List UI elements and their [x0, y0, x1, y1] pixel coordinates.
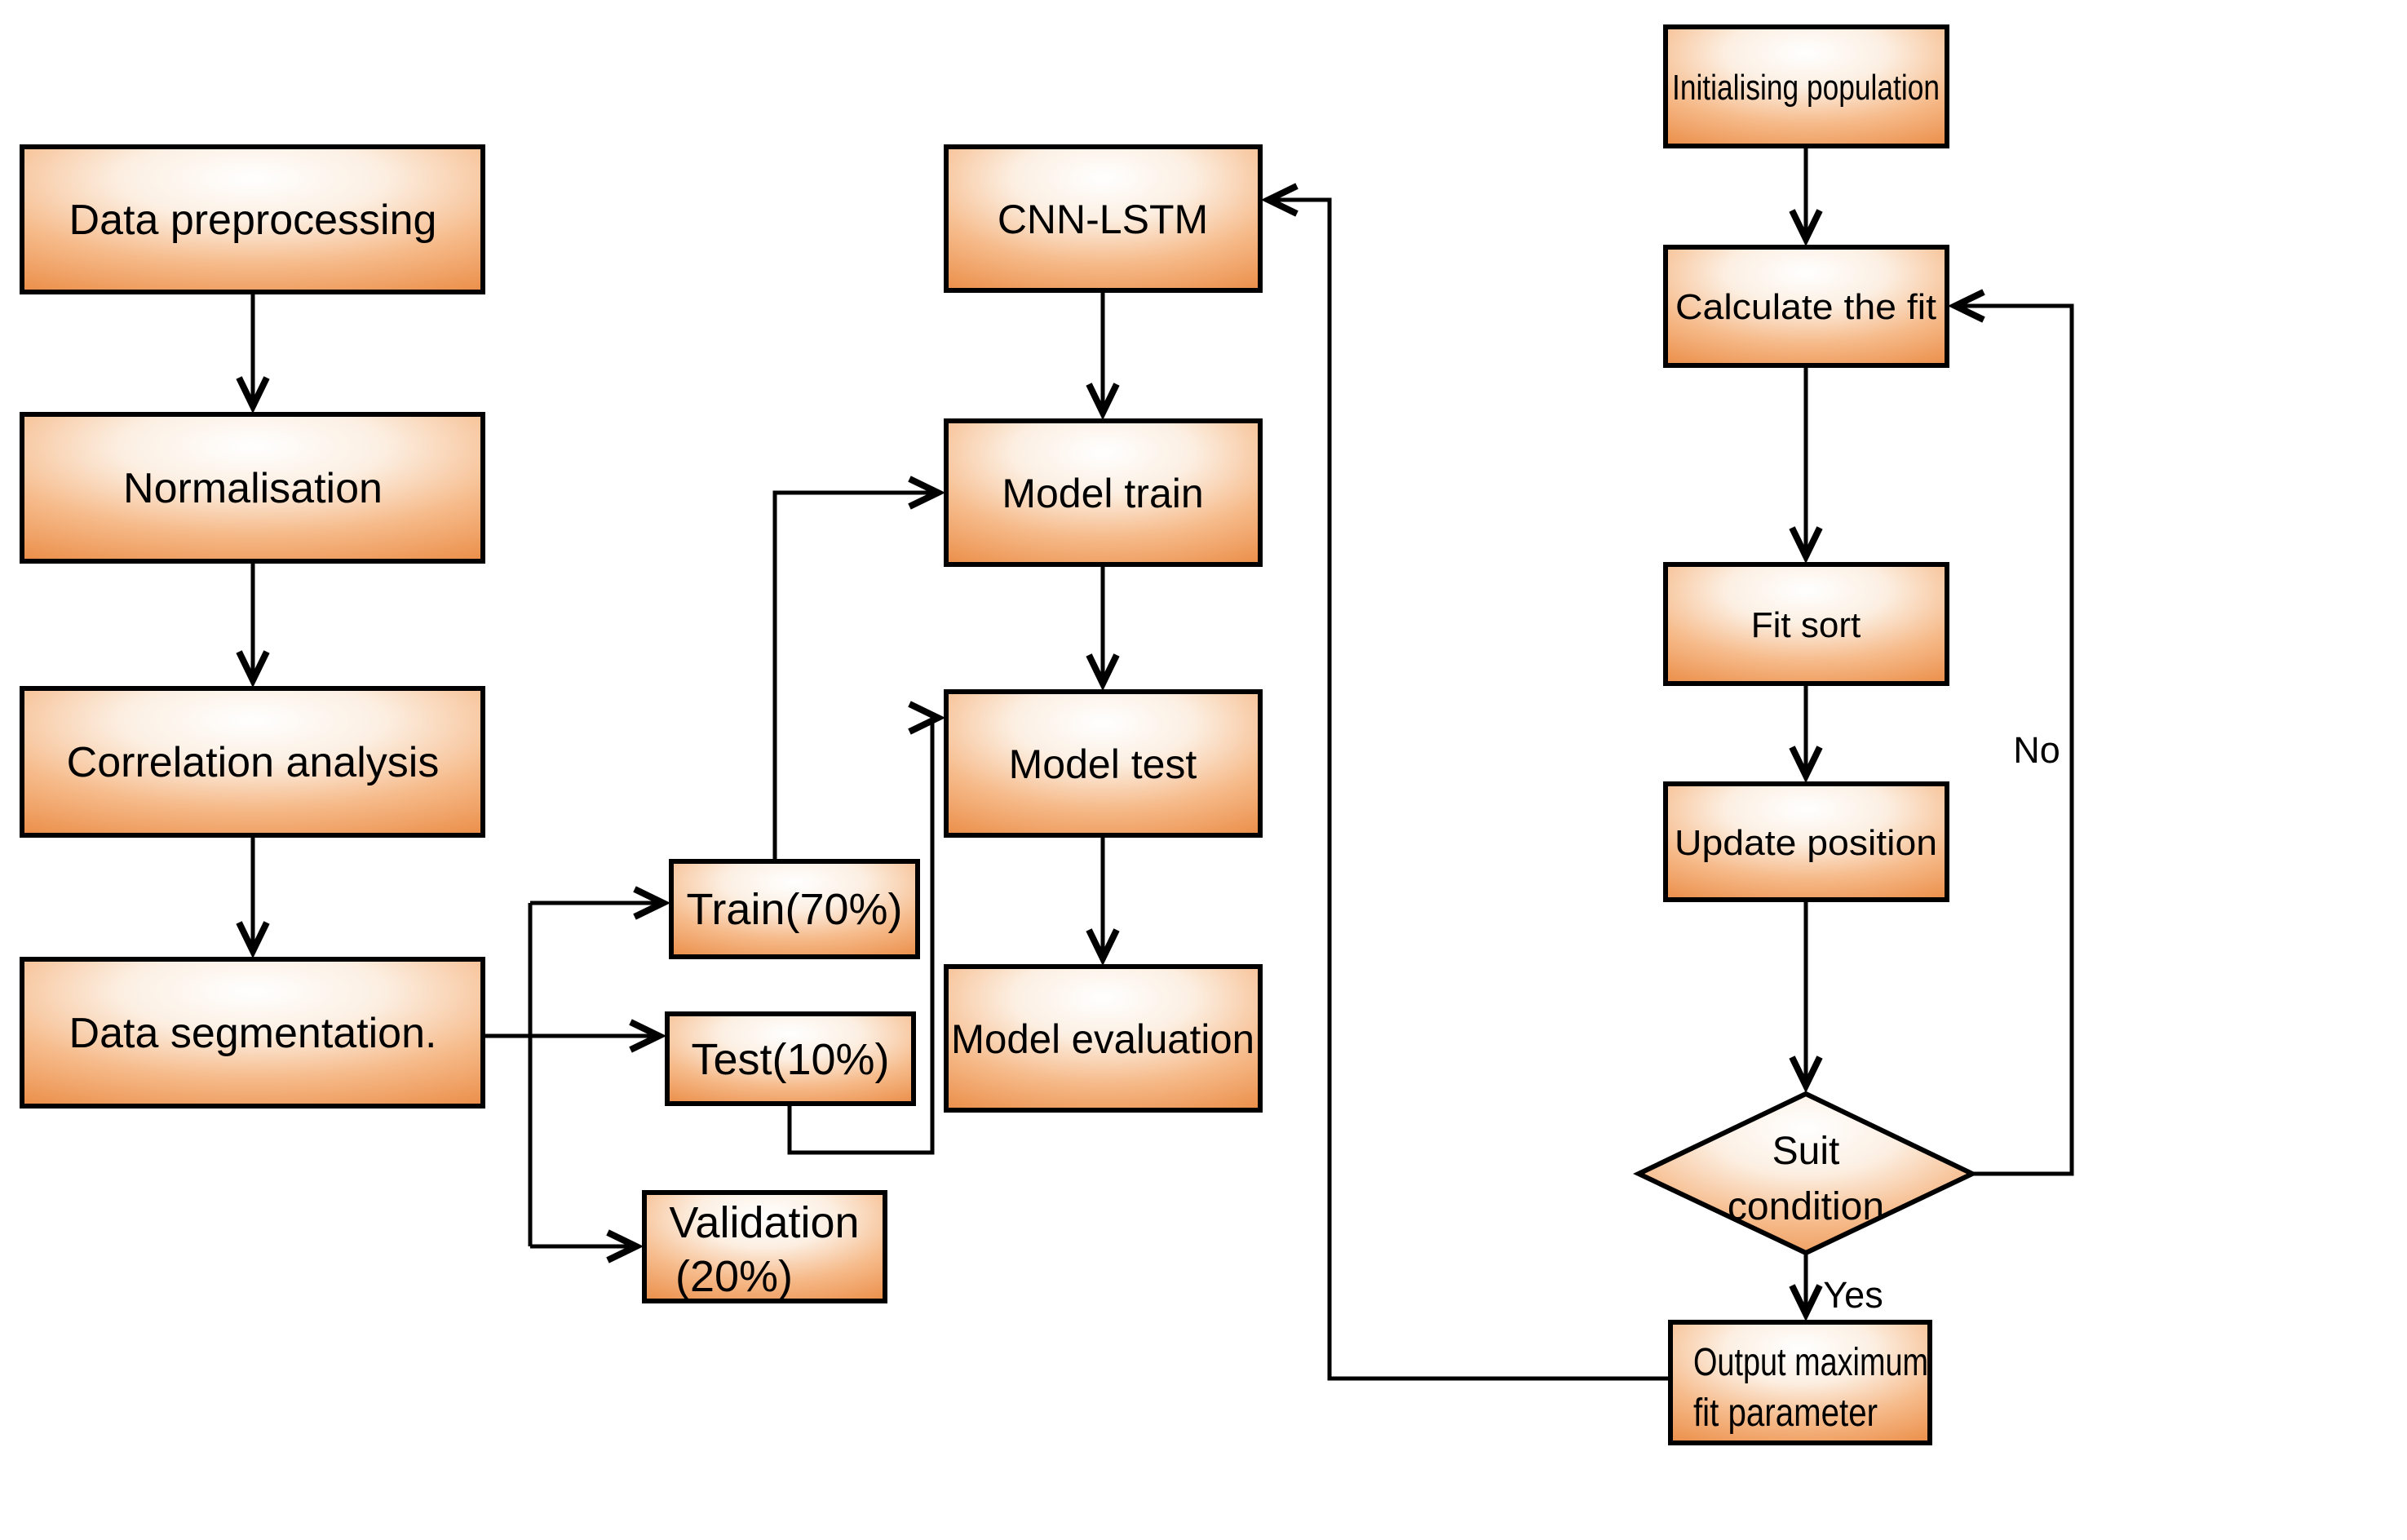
node-model-test-label: Model test: [1009, 741, 1197, 787]
node-initialising-population: Initialising population: [1663, 24, 1949, 148]
edge-condition-no-to-calculate: [1947, 289, 2074, 1176]
node-cnn-lstm-label: CNN-LSTM: [998, 197, 1208, 242]
node-model-train-label: Model train: [1002, 471, 1203, 516]
edge-test-to-model-test: [787, 701, 946, 1155]
node-cnn-lstm: CNN-LSTM: [944, 144, 1263, 293]
node-correlation-analysis: Correlation analysis: [20, 686, 485, 838]
node-model-test: Model test: [944, 689, 1263, 838]
node-data-preprocessing: Data preprocessing: [20, 144, 485, 294]
node-model-evaluation-label: Model evaluation: [951, 1016, 1254, 1062]
node-train-split: Train(70%): [669, 859, 920, 959]
edge-train-to-model-train: [772, 476, 946, 861]
node-data-segmentation-box: [20, 957, 485, 1109]
node-fit-sort-label: Fit sort: [1751, 605, 1861, 645]
node-cnn-lstm-box: [944, 144, 1263, 293]
node-model-evaluation: Model evaluation: [944, 964, 1263, 1113]
node-suit-condition-diamond: [1633, 1091, 1978, 1256]
node-test-split: Test(10%): [665, 1011, 916, 1106]
node-normalisation-box: [20, 412, 485, 564]
node-model-train-box: [944, 418, 1263, 567]
node-correlation-analysis-box: [20, 686, 485, 838]
node-calculate-the-fit-box: [1663, 245, 1949, 368]
node-suit-condition-label-line1: Suit: [1772, 1130, 1840, 1173]
node-update-position: Update position: [1663, 781, 1949, 902]
node-calculate-the-fit: Calculate the fit: [1663, 245, 1949, 368]
edges: [236, 146, 2074, 1381]
node-output-max-fit: Output maximum fit parameter: [1668, 1320, 1932, 1445]
node-model-test-box: [944, 689, 1263, 838]
node-train-split-label: Train(70%): [686, 885, 902, 934]
node-data-preprocessing-box: [20, 144, 485, 294]
node-model-evaluation-box: [944, 964, 1263, 1113]
node-suit-condition-label-line2: condition: [1728, 1185, 1884, 1228]
node-normalisation: Normalisation: [20, 412, 485, 564]
node-normalisation-label: Normalisation: [123, 465, 383, 512]
node-suit-condition: Suit condition: [1633, 1091, 1978, 1256]
node-validation-split-label-line2: (20%): [675, 1252, 793, 1301]
node-calculate-the-fit-label: Calculate the fit: [1675, 287, 1936, 327]
node-update-position-label: Update position: [1675, 823, 1937, 863]
node-model-train: Model train: [944, 418, 1263, 567]
node-data-preprocessing-label: Data preprocessing: [69, 197, 437, 244]
label-no: No: [2013, 729, 2060, 771]
node-data-segmentation: Data segmentation.: [20, 957, 485, 1109]
node-train-split-box: [669, 859, 920, 959]
node-data-segmentation-label: Data segmentation.: [69, 1010, 437, 1057]
node-output-max-fit-box: [1668, 1320, 1932, 1445]
node-validation-split: Validation (20%): [642, 1190, 887, 1303]
node-validation-split-box: [642, 1190, 887, 1303]
node-initialising-population-box: [1663, 24, 1949, 148]
node-validation-split-label-line1: Validation: [669, 1198, 859, 1247]
node-output-max-fit-label-line1: Output maximum: [1693, 1341, 1928, 1384]
node-correlation-analysis-label: Correlation analysis: [67, 739, 440, 786]
edge-output-to-cnnlstm-loop: [1260, 183, 1670, 1381]
node-test-split-box: [665, 1011, 916, 1106]
node-fit-sort-box: [1663, 562, 1949, 686]
node-initialising-population-label: Initialising population: [1672, 68, 1940, 108]
node-output-max-fit-label-line2: fit parameter: [1693, 1392, 1878, 1435]
node-test-split-label: Test(10%): [691, 1035, 889, 1084]
label-yes: Yes: [1823, 1274, 1883, 1316]
node-fit-sort: Fit sort: [1663, 562, 1949, 686]
node-update-position-box: [1663, 781, 1949, 902]
